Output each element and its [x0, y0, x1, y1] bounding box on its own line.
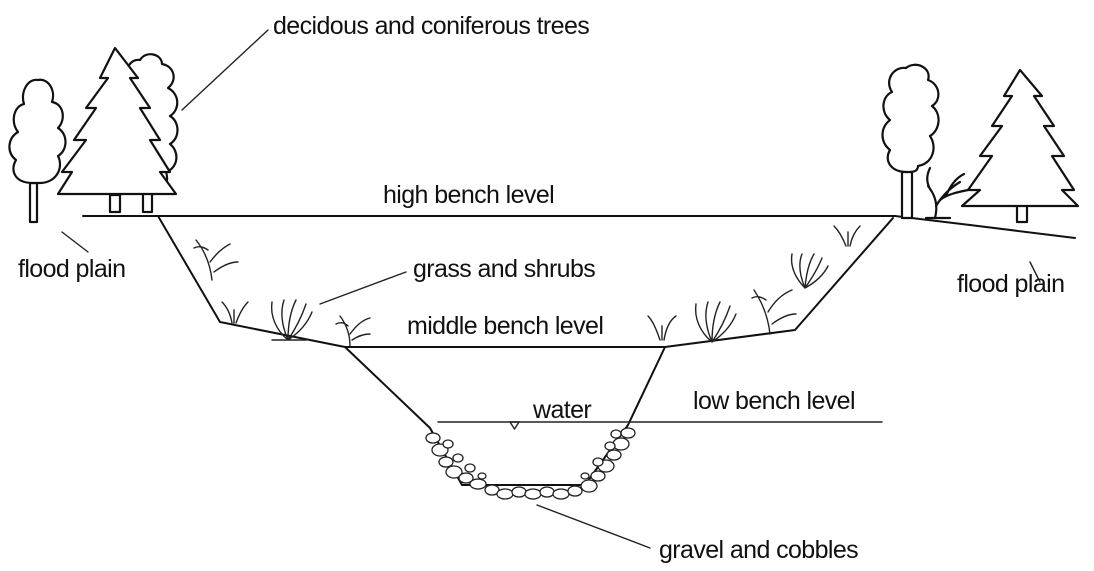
water-level-marker: [510, 422, 519, 429]
right-upper-bank: [665, 218, 893, 347]
label-low-bench: low bench level: [693, 389, 855, 414]
right-floodplain-line: [895, 216, 1075, 238]
dense-shrub-3: [792, 254, 828, 288]
right-shrub-near-tree: [926, 168, 968, 218]
floodplain-left-leader: [62, 232, 88, 252]
label-flood-plain-right: flood plain: [957, 272, 1064, 297]
lower-channel: [345, 347, 665, 485]
grass-tuft-2: [648, 316, 676, 340]
label-trees: decidous and coniferous trees: [273, 14, 589, 39]
gravel-cobbles: [426, 428, 635, 499]
label-high-bench: high bench level: [383, 183, 554, 208]
grass-tuft-1: [222, 302, 248, 323]
grass-shrubs-leader: [320, 272, 406, 304]
dense-shrub-2: [696, 302, 736, 342]
left-bank-shrub-1: [194, 240, 238, 280]
label-middle-bench: middle bench level: [407, 314, 603, 339]
label-grass-shrubs: grass and shrubs: [413, 257, 595, 282]
middle-bench-shrub-1: [336, 316, 370, 346]
right-coniferous-tree: [962, 70, 1078, 222]
label-water: water: [533, 398, 591, 423]
trees-leader: [182, 30, 268, 110]
label-flood-plain-left: flood plain: [18, 257, 125, 282]
label-gravel: gravel and cobbles: [659, 538, 858, 563]
left-upper-bank: [158, 216, 345, 347]
gravel-leader: [537, 505, 650, 548]
grass-tuft-3: [834, 226, 860, 246]
right-bank-shrub-1: [752, 290, 796, 334]
left-deciduous-tree-small: [9, 80, 65, 222]
